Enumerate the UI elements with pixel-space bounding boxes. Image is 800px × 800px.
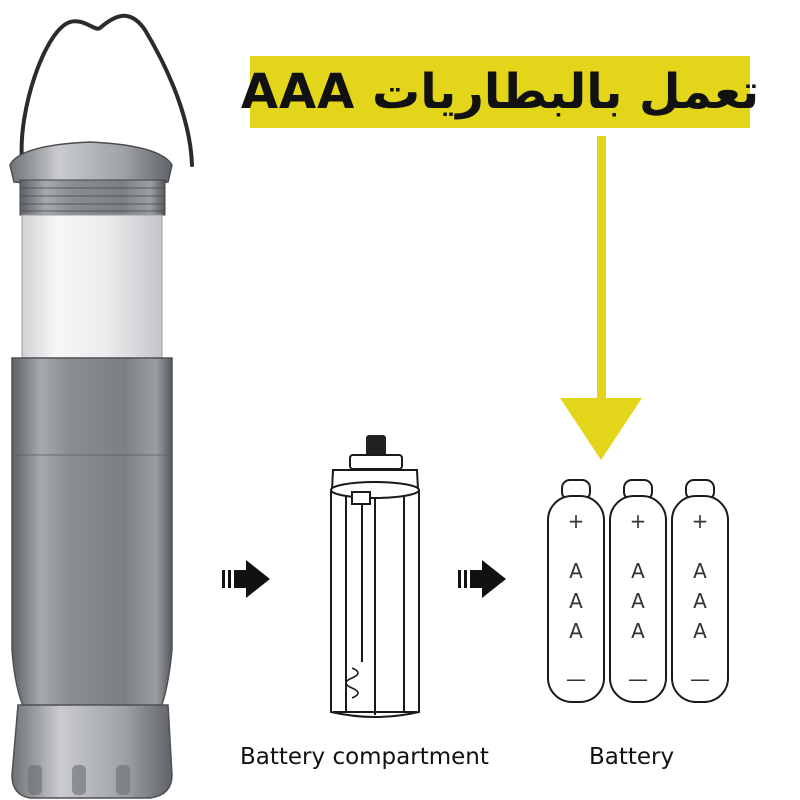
battery-minus-label: — — [628, 667, 648, 691]
battery-type-letter: A — [631, 589, 645, 613]
lantern-handle — [19, 13, 194, 167]
caption-battery: Battery — [589, 744, 675, 770]
battery-compartment-icon — [330, 435, 420, 718]
lantern-diffuser — [21, 214, 163, 361]
battery-type-letter: A — [693, 619, 707, 643]
lantern-thread-ring — [19, 179, 166, 216]
battery-minus-label: — — [566, 667, 586, 691]
battery-type-letter: A — [631, 559, 645, 583]
battery-type-letter: A — [569, 589, 583, 613]
lantern-tail-cap — [11, 704, 173, 799]
aaa-battery-icon: +AAA— — [547, 479, 605, 703]
aaa-battery-icon: +AAA— — [609, 479, 667, 703]
battery-plus-label: + — [692, 509, 709, 533]
battery-type-letter: A — [569, 619, 583, 643]
battery-type-letter: A — [631, 619, 645, 643]
double-arrow-right-icon — [222, 560, 270, 598]
aaa-battery-icon: +AAA— — [671, 479, 729, 703]
battery-plus-label: + — [630, 509, 647, 533]
arrow-down-icon — [560, 136, 642, 460]
lantern-body — [11, 357, 173, 711]
double-arrow-right-icon — [458, 560, 506, 598]
battery-plus-label: + — [568, 509, 585, 533]
battery-type-letter: A — [569, 559, 583, 583]
battery-type-letter: A — [693, 559, 707, 583]
battery-minus-label: — — [690, 667, 710, 691]
battery-shell — [671, 495, 729, 703]
caption-battery-compartment: Battery compartment — [240, 744, 489, 770]
battery-shell — [547, 495, 605, 703]
banner: تعمل بالبطاريات AAA — [241, 56, 758, 128]
lantern-icon — [9, 13, 194, 799]
lantern-top-cap — [9, 141, 173, 187]
banner-text: تعمل بالبطاريات AAA — [240, 64, 760, 120]
battery-group: +AAA—+AAA—+AAA— — [547, 479, 729, 703]
battery-shell — [609, 495, 667, 703]
battery-type-letter: A — [693, 589, 707, 613]
